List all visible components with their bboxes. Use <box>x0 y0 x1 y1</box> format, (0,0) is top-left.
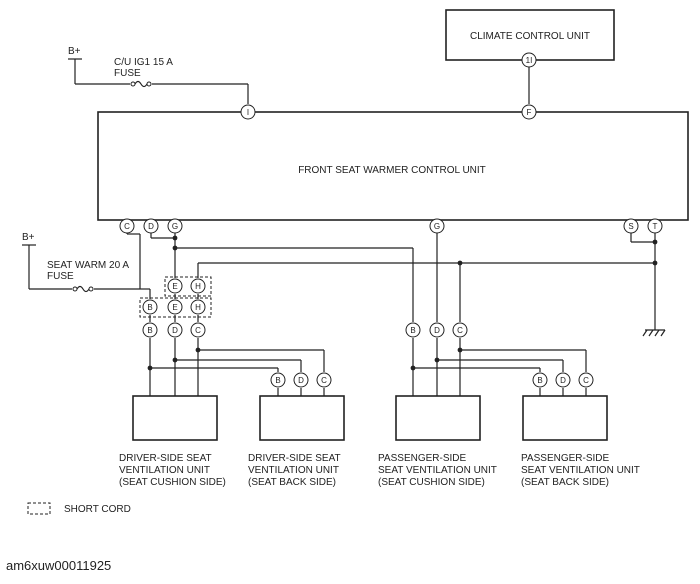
pin-short-cord-lower-h: H <box>190 299 206 315</box>
driver-back-vent-unit-box <box>259 395 345 441</box>
passenger-cushion-label-1: PASSENGER-SIDE <box>378 453 466 464</box>
svg-text:C: C <box>124 222 130 231</box>
junction-dots <box>147 235 658 371</box>
svg-text:S: S <box>628 222 633 231</box>
svg-text:D: D <box>172 326 178 335</box>
svg-text:C: C <box>195 326 201 335</box>
front-seat-warmer-control-unit-box <box>97 111 689 221</box>
fuse-seat-warm-symbol <box>72 285 94 293</box>
pin-fswcu-i: I <box>240 104 256 120</box>
svg-text:E: E <box>172 303 177 312</box>
passenger-back-label-3: (SEAT BACK SIDE) <box>521 477 609 488</box>
driver-back-label-1: DRIVER-SIDE SEAT <box>248 453 341 464</box>
pin-short-cord-lower-e: E <box>167 299 183 315</box>
passenger-cushion-label-2: SEAT VENTILATION UNIT <box>378 465 497 476</box>
pin-fswcu-s: S <box>623 218 639 234</box>
svg-text:B: B <box>147 303 152 312</box>
short-cord-legend-swatch <box>27 502 51 515</box>
passenger-back-label-2: SEAT VENTILATION UNIT <box>521 465 640 476</box>
svg-text:C: C <box>583 376 589 385</box>
passenger-back-vent-unit-box <box>522 395 608 441</box>
pin-fswcu-t: T <box>647 218 663 234</box>
short-cord-legend-label: SHORT CORD <box>64 504 131 515</box>
short-cord-upper <box>164 276 212 297</box>
pin-short-cord-upper-h: H <box>190 278 206 294</box>
svg-text:F: F <box>527 108 532 117</box>
pin-short-cord-lower-b: B <box>142 299 158 315</box>
driver-back-label-3: (SEAT BACK SIDE) <box>248 477 336 488</box>
pin-passenger-back-b: B <box>532 372 548 388</box>
wires <box>22 58 666 396</box>
short-cord-lower <box>139 297 212 318</box>
svg-text:G: G <box>434 222 440 231</box>
driver-back-label-2: VENTILATION UNIT <box>248 465 339 476</box>
pin-driver-back-b: B <box>270 372 286 388</box>
svg-text:1I: 1I <box>526 56 533 65</box>
svg-text:H: H <box>195 282 201 291</box>
svg-text:G: G <box>172 222 178 231</box>
svg-text:D: D <box>148 222 154 231</box>
fuse-seat-warm-label-line1: SEAT WARM 20 A <box>47 260 129 271</box>
svg-text:D: D <box>434 326 440 335</box>
pin-driver-cushion-c: C <box>190 322 206 338</box>
figure-id: am6xuw00011925 <box>6 558 112 573</box>
pin-passenger-cushion-b: B <box>405 322 421 338</box>
driver-cushion-vent-unit-box <box>132 395 218 441</box>
fuse-cu-ig1-symbol <box>130 80 152 88</box>
driver-cushion-label-2: VENTILATION UNIT <box>119 465 210 476</box>
fuse-cu-ig1-label-line2: FUSE <box>114 68 141 79</box>
svg-text:B: B <box>537 376 542 385</box>
climate-control-unit-label: CLIMATE CONTROL UNIT <box>470 31 590 42</box>
svg-text:B: B <box>275 376 280 385</box>
passenger-cushion-label-3: (SEAT CUSHION SIDE) <box>378 477 485 488</box>
fuse-seat-warm-label-line2: FUSE <box>47 271 74 282</box>
svg-text:T: T <box>653 222 658 231</box>
pin-fswcu-g-left: G <box>167 218 183 234</box>
svg-text:E: E <box>172 282 177 291</box>
pin-fswcu-d: D <box>143 218 159 234</box>
svg-text:H: H <box>195 303 201 312</box>
pin-driver-back-c: C <box>316 372 332 388</box>
pin-fswcu-c: C <box>119 218 135 234</box>
pin-driver-cushion-d: D <box>167 322 183 338</box>
passenger-back-label-1: PASSENGER-SIDE <box>521 453 609 464</box>
driver-cushion-label-3: (SEAT CUSHION SIDE) <box>119 477 226 488</box>
pin-driver-cushion-b: B <box>142 322 158 338</box>
pin-driver-back-d: D <box>293 372 309 388</box>
pin-fswcu-f: F <box>521 104 537 120</box>
svg-text:D: D <box>298 376 304 385</box>
passenger-cushion-vent-unit-box <box>395 395 481 441</box>
driver-cushion-label-1: DRIVER-SIDE SEAT <box>119 453 212 464</box>
pin-fswcu-g-right: G <box>429 218 445 234</box>
pin-climate-1i: 1I <box>521 52 537 68</box>
pin-passenger-back-c: C <box>578 372 594 388</box>
b-plus-top-label: B+ <box>68 46 81 57</box>
svg-text:I: I <box>247 108 249 117</box>
b-plus-left-label: B+ <box>22 232 35 243</box>
pin-passenger-cushion-c: C <box>452 322 468 338</box>
svg-text:B: B <box>410 326 415 335</box>
pin-passenger-back-d: D <box>555 372 571 388</box>
climate-control-unit-box <box>445 9 615 61</box>
pin-short-cord-upper-e: E <box>167 278 183 294</box>
fuse-cu-ig1-label-line1: C/U IG1 15 A <box>114 57 173 68</box>
svg-text:B: B <box>147 326 152 335</box>
svg-text:C: C <box>457 326 463 335</box>
svg-text:C: C <box>321 376 327 385</box>
svg-text:D: D <box>560 376 566 385</box>
front-seat-warmer-control-unit-label: FRONT SEAT WARMER CONTROL UNIT <box>298 165 486 176</box>
pin-passenger-cushion-d: D <box>429 322 445 338</box>
